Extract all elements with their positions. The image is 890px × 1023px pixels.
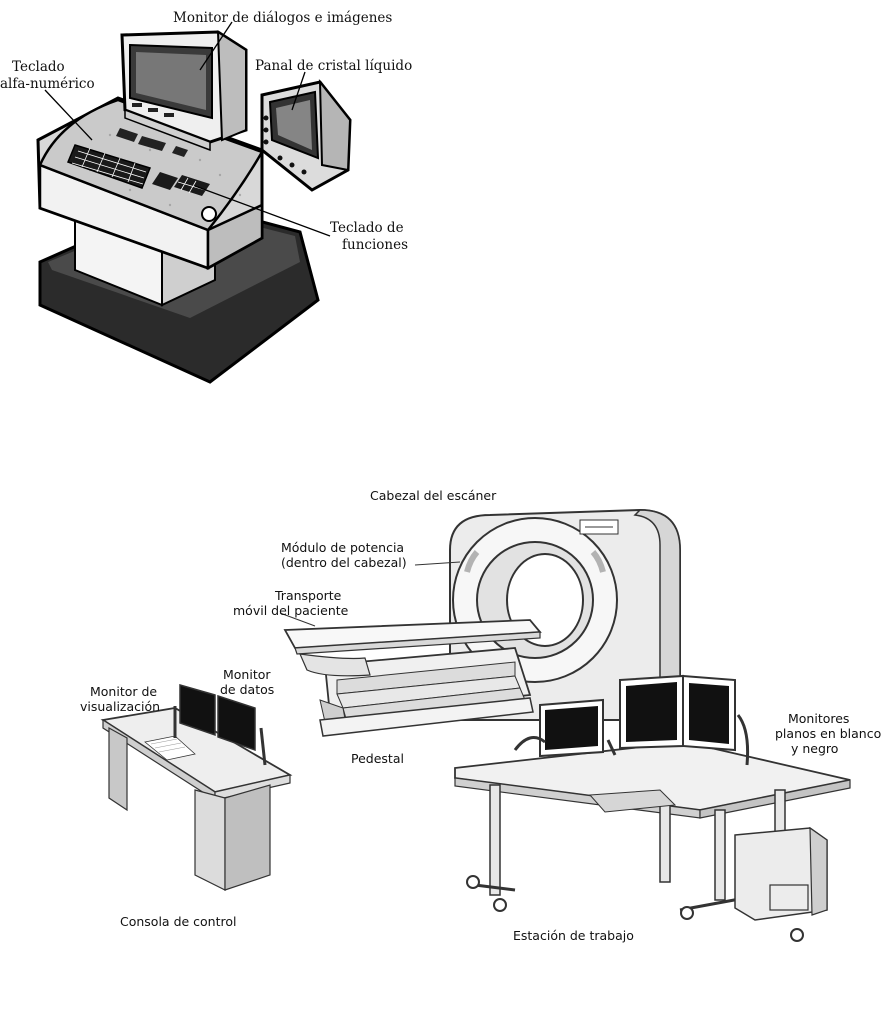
label-monitor-vis-1: Monitor de	[90, 684, 157, 699]
alphanumeric-keyboard	[67, 128, 188, 189]
label-transporte-1: Transporte	[274, 588, 342, 603]
lcd-panel	[260, 79, 352, 192]
label-consola: Consola de control	[120, 914, 237, 929]
label-monitor-vis-2: visualización	[80, 699, 160, 714]
label-modulo-2: (dentro del cabezal)	[281, 555, 407, 570]
label-panal: Panal de cristal líquido	[255, 58, 412, 74]
label-teclado-2: alfa-numérico	[0, 76, 95, 92]
label-monitores-3: y negro	[791, 741, 838, 756]
label-teclado-1: Teclado	[12, 59, 65, 75]
label-funciones-2: funciones	[342, 237, 408, 253]
console-illustration: Monitor de diálogos e imágenes Teclado a…	[0, 10, 412, 384]
label-monitores-1: Monitores	[788, 711, 849, 726]
label-funciones-1: Teclado de	[330, 220, 404, 236]
label-cabezal: Cabezal del escáner	[370, 488, 497, 503]
workstation	[454, 674, 851, 942]
label-monitor-datos-1: Monitor	[223, 667, 271, 682]
label-pedestal: Pedestal	[351, 751, 404, 766]
patient-couch	[283, 619, 542, 737]
leader-lines-ct	[279, 561, 461, 627]
ct-room-illustration: Cabezal del escáner Módulo de potencia (…	[75, 480, 885, 950]
label-modulo-1: Módulo de potencia	[281, 540, 404, 555]
function-keyboard	[152, 172, 217, 222]
label-monitores-2: planos en blanco	[775, 726, 881, 741]
label-monitor: Monitor de diálogos e imágenes	[173, 10, 392, 26]
label-estacion: Estación de trabajo	[513, 928, 634, 943]
label-transporte-2: móvil del paciente	[233, 603, 349, 618]
label-monitor-datos-2: de datos	[220, 682, 274, 697]
control-console	[100, 684, 293, 891]
leader-lines	[44, 21, 331, 237]
dialog-image-monitor	[120, 30, 248, 152]
